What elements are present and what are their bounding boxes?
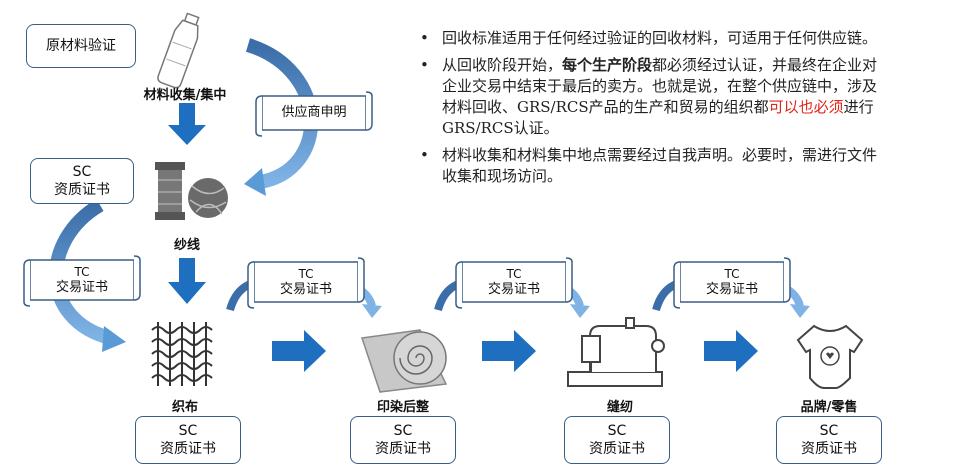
sc-certificate-label: 资质证书 <box>160 441 216 457</box>
bottle-icon <box>157 12 200 89</box>
sc-certificate-label: 资质证书 <box>375 441 431 457</box>
stage-dyeing: 印染后整 <box>376 400 429 415</box>
raw-material-label: 原材料验证 <box>46 38 116 54</box>
tc-label: TC <box>298 267 314 281</box>
stage-retail: 品牌/零售 <box>800 400 858 415</box>
sc-certificate-box-top: SC 资质证书 <box>30 158 134 204</box>
tc-certificate-2: TC 交易证书 <box>462 267 566 297</box>
bodysuit-icon <box>796 324 864 389</box>
bullet-text: 回收标准适用于任何经过验证的回收材料，可适用于任何供应链。 <box>442 29 878 47</box>
bullet-marker: • <box>420 56 429 74</box>
tc-certificate-label: 交易证书 <box>487 282 540 297</box>
tc-certificate-label: 交易证书 <box>705 282 758 297</box>
sc-certificate-box-sewing: SC 资质证书 <box>564 416 670 464</box>
sewing-machine-icon <box>567 317 665 387</box>
bullet-text-red: 可以也必须 <box>768 98 844 116</box>
raw-material-box: 原材料验证 <box>26 24 136 68</box>
stage-collection: 材料收集/集中 <box>143 88 227 103</box>
supplier-declaration-label: 供应商申明 <box>281 105 347 120</box>
sc-label: SC <box>393 423 413 439</box>
fabric-icon <box>151 322 213 386</box>
bullet-text-bold: 每个生产阶段 <box>562 56 653 74</box>
scroll-tc-2 <box>455 257 573 309</box>
bullet-item-2: • 从回收阶段开始，每个生产阶段都必须经过认证，并最终在企业对企业交易中结束于最… <box>420 55 890 139</box>
sc-label: SC <box>178 423 198 439</box>
stage-sewing: 缝纫 <box>606 400 633 415</box>
bullet-text-post: 进行GRS/RCS认证。 <box>442 98 874 137</box>
bullet-item-1: • 回收标准适用于任何经过验证的回收材料，可适用于任何供应链。 <box>420 28 890 49</box>
bullet-marker: • <box>420 29 429 47</box>
explanation-bullets: • 回收标准适用于任何经过验证的回收材料，可适用于任何供应链。 • 从回收阶段开… <box>420 28 890 193</box>
bullet-text-mid: 都必须经过认证，并最终在企业对企业交易中结束于最后的卖方。也就是说，在整个供应链… <box>442 56 878 116</box>
tc-certificate-label: 交易证书 <box>279 282 332 297</box>
bullet-text-pre: 从回收阶段开始， <box>442 56 563 74</box>
tc-certificate-label: 交易证书 <box>55 280 108 295</box>
scroll-tc-3 <box>673 257 791 309</box>
yarn-icon <box>155 162 228 220</box>
sc-certificate-label: 资质证书 <box>801 441 857 457</box>
right-arrow-2 <box>482 330 536 372</box>
sc-certificate-box-dyeing: SC 资质证书 <box>350 416 456 464</box>
sc-certificate-label: 资质证书 <box>54 182 110 198</box>
tc-certificate-1: TC 交易证书 <box>254 267 358 297</box>
sc-label: SC <box>819 423 839 439</box>
right-arrow-1 <box>272 330 326 372</box>
tc-certificate-3: TC 交易证书 <box>680 267 784 297</box>
bullet-marker: • <box>420 146 429 164</box>
bullet-item-3: • 材料收集和材料集中地点需要经过自我声明。必要时，需进行文件收集和现场访问。 <box>420 145 890 187</box>
sc-label: SC <box>72 164 92 180</box>
tc-label: TC <box>74 265 90 279</box>
bullet-text: 材料收集和材料集中地点需要经过自我声明。必要时，需进行文件收集和现场访问。 <box>442 146 878 185</box>
sc-label: SC <box>607 423 627 439</box>
scroll-tc-1 <box>247 257 365 309</box>
down-arrow-collection <box>168 103 206 145</box>
tc-label: TC <box>506 267 522 281</box>
sc-certificate-box-retail: SC 资质证书 <box>776 416 882 464</box>
scroll-supplier <box>255 91 373 137</box>
sc-certificate-box-weaving: SC 资质证书 <box>135 416 241 464</box>
stage-weaving: 织布 <box>171 400 198 415</box>
tc-label: TC <box>724 267 740 281</box>
down-arrow-yarn <box>168 258 206 304</box>
right-arrow-3 <box>704 330 758 372</box>
sc-certificate-label: 资质证书 <box>589 441 645 457</box>
fabric-roll-icon <box>361 329 448 393</box>
stage-yarn: 纱线 <box>173 238 200 253</box>
tc-certificate-left: TC 交易证书 <box>30 265 134 295</box>
scroll-tc-left <box>23 255 141 307</box>
